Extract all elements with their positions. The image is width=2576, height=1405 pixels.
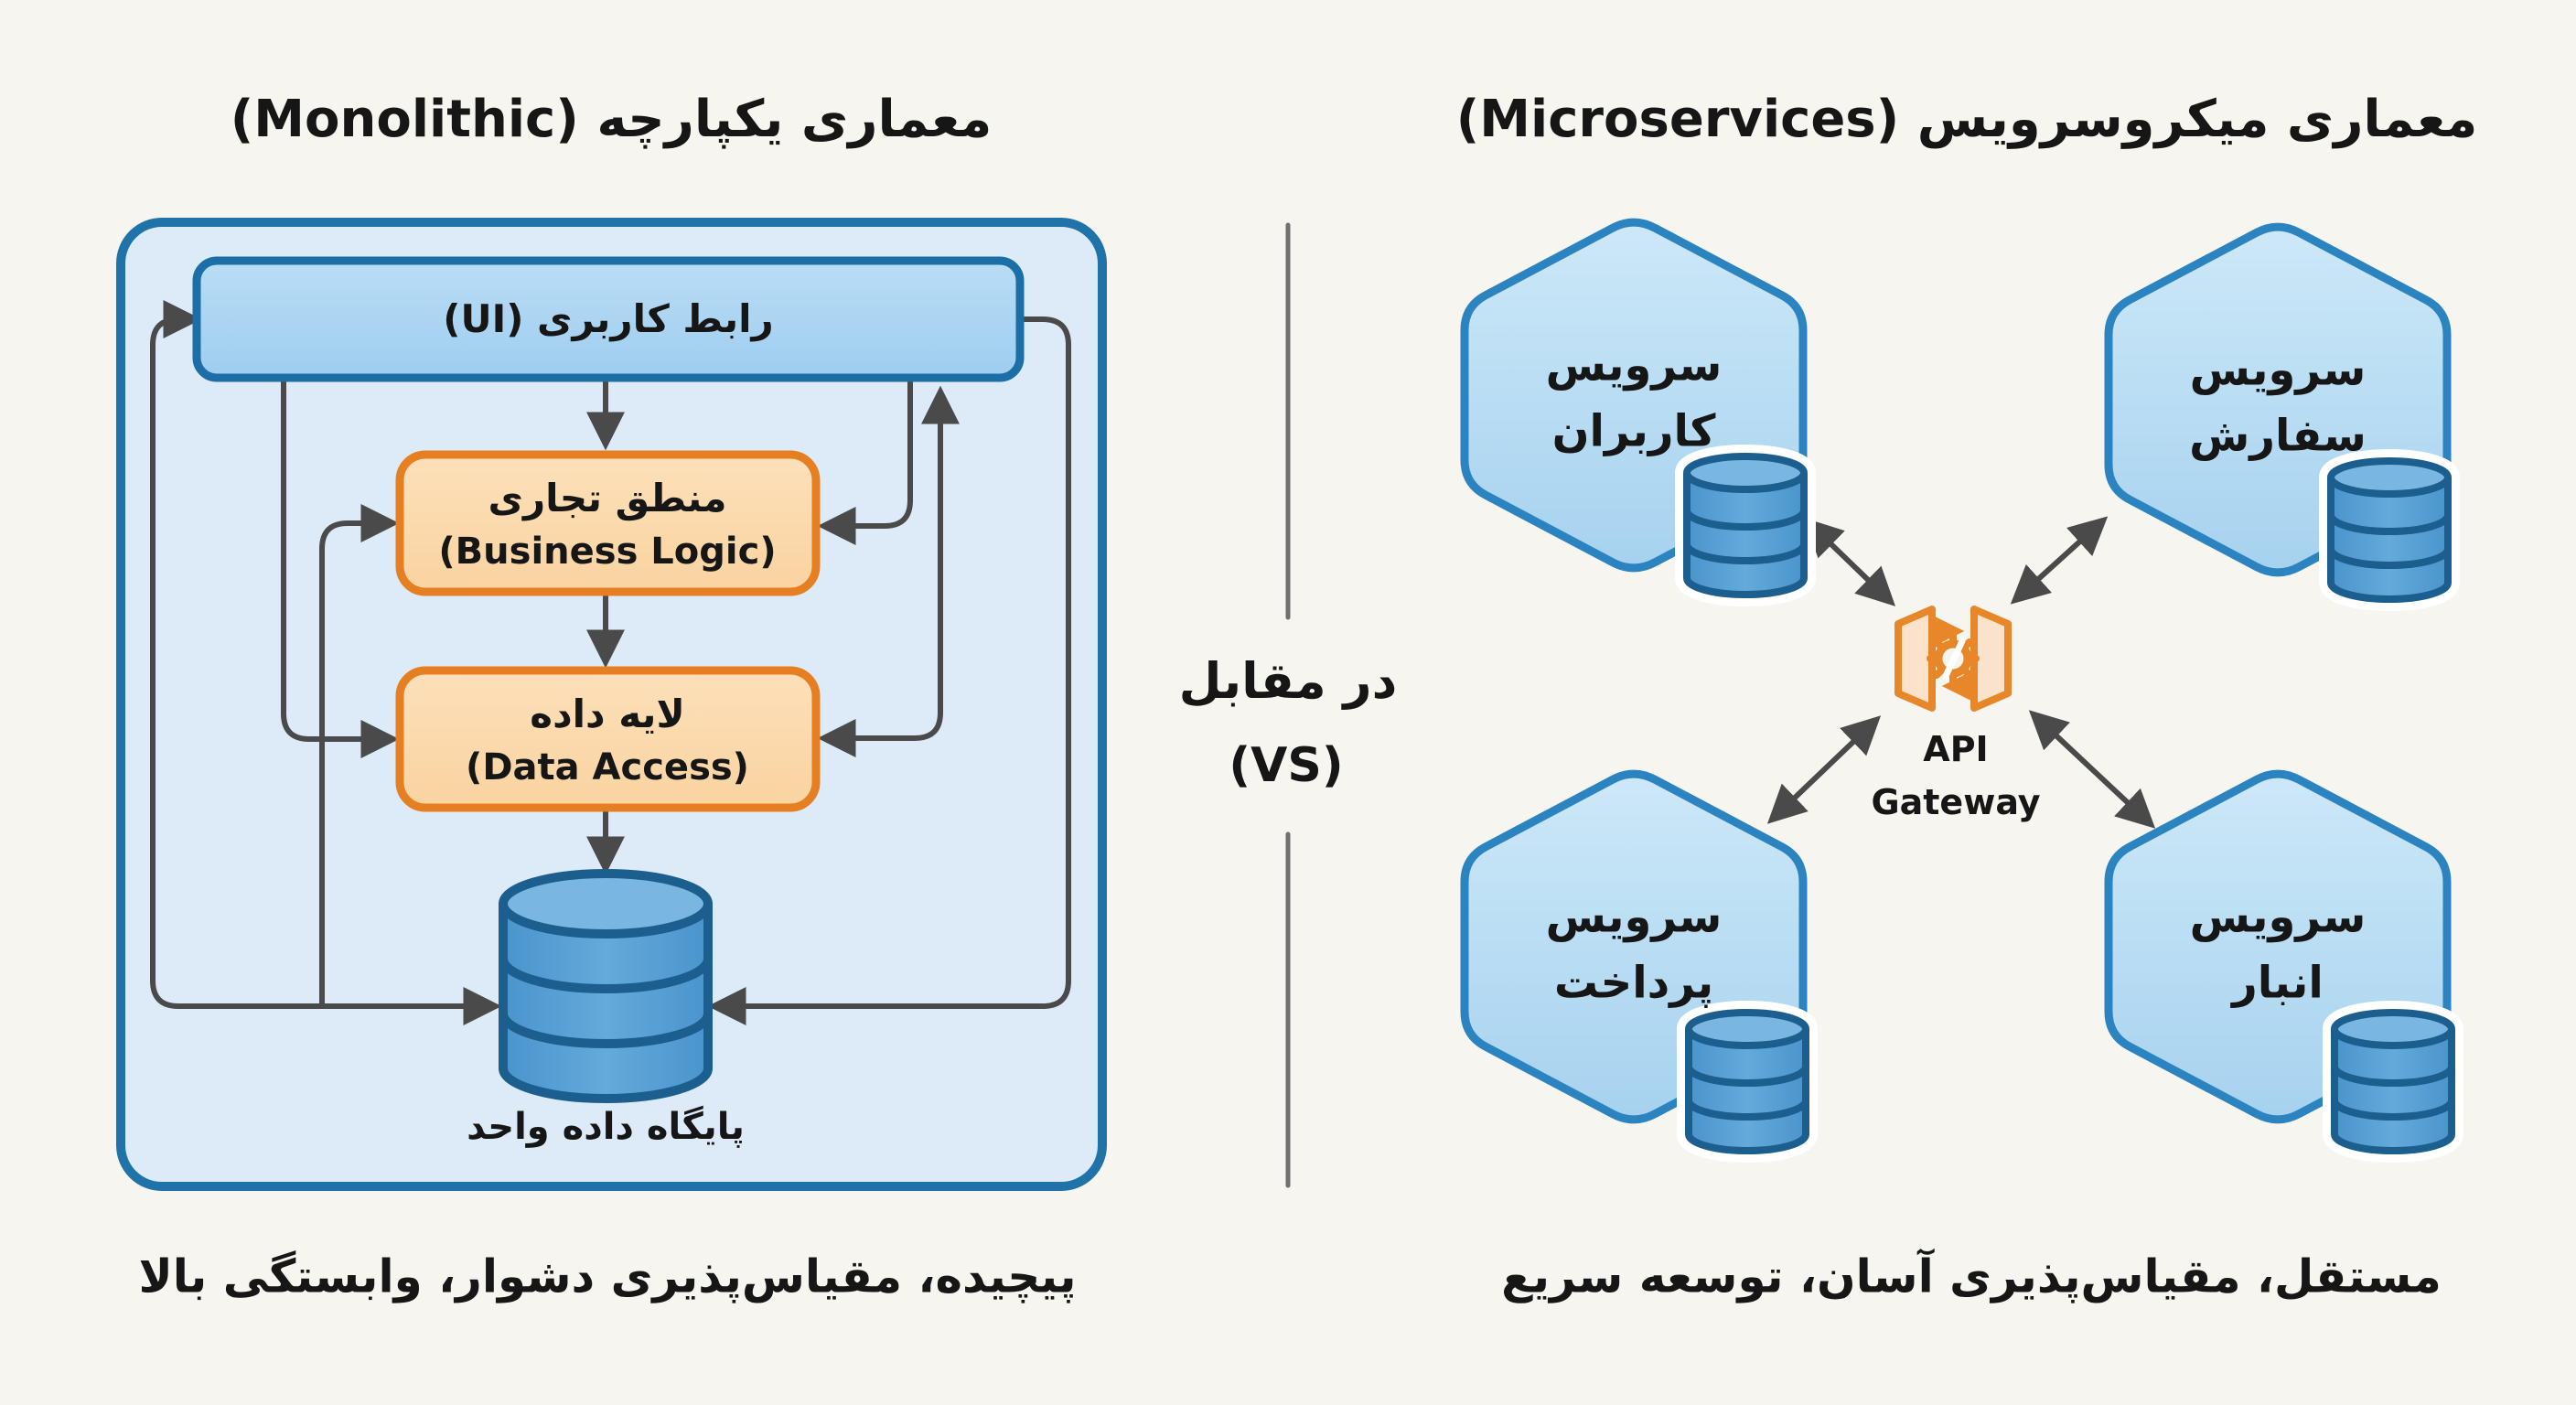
gateway-connection-arrows (1766, 516, 2156, 829)
payment-service-label-line2: پرداخت (1553, 957, 1714, 1009)
microservices-title: معماری میکروسرویس (Microservices) (1455, 89, 2478, 149)
vs-label-en: (VS) (1229, 738, 1344, 794)
arrow-users-gateway (1803, 518, 1896, 606)
orders-service-label-line1: سرویس (2189, 344, 2367, 396)
arrow-payment-gateway (1766, 715, 1882, 824)
users-service-label-line2: کاربران (1551, 405, 1716, 457)
arrow-ui-database-left-loop (150, 300, 502, 1025)
api-gateway-icon (1894, 606, 2012, 712)
arrow-data-access-ui-right (817, 385, 960, 757)
business-logic-box (395, 450, 821, 596)
arrow-inventory-gateway (2028, 710, 2156, 829)
ui-layer-box (192, 256, 1025, 382)
database-icon (499, 869, 713, 1103)
database-icon-users (1687, 456, 1804, 595)
arrow-ui-database-right-loop (707, 316, 1071, 1025)
monolith-caption: پیچیده، مقیاس‌پذیری دشوار، وابستگی بالا (138, 1249, 1077, 1303)
gateway-right-door (1970, 606, 2012, 712)
inventory-service-label-line1: سرویس (2189, 891, 2367, 943)
orders-service-label-line2: سفارش (2189, 410, 2367, 462)
data-access-label-en: (Data Access) (466, 746, 749, 788)
microservices-panel (1465, 222, 2452, 1151)
payment-service-label-line1: سرویس (1545, 891, 1723, 943)
vs-label-fa: در مقابل (1178, 651, 1398, 710)
monolith-title: معماری یکپارچه (Monolithic) (230, 89, 993, 149)
arrow-left-to-business-logic (319, 504, 400, 1006)
arrow-ui-to-data-access-left (281, 375, 400, 758)
inventory-service-label-line2: انبار (2232, 957, 2324, 1009)
ui-layer-label: رابط کاربری (UI) (443, 295, 774, 341)
gateway-left-door (1894, 606, 1936, 712)
single-database-label: پایگاه داده واحد (467, 1106, 745, 1148)
business-logic-label-fa: منطق تجاری (488, 475, 727, 520)
gear-icon (1927, 632, 1980, 685)
monolith-panel (116, 218, 1107, 1191)
business-logic-label-en: (Business Logic) (438, 531, 777, 573)
monolith-dependency-arrows (150, 300, 1071, 1025)
api-gateway-label-line1: API (1923, 729, 1989, 770)
database-icon-inventory (2334, 1013, 2452, 1151)
users-service-label-line1: سرویس (1545, 339, 1723, 391)
database-icon-payment (1689, 1013, 1806, 1151)
database-icon-orders (2331, 461, 2448, 599)
microservices-caption: مستقل، مقیاس‌پذیری آسان، توسعه سریع (1501, 1249, 2442, 1303)
data-access-box (395, 666, 821, 812)
api-gateway-label-line2: Gateway (1871, 782, 2041, 823)
arrow-orders-gateway (2010, 516, 2109, 605)
data-access-label-fa: لایه داده (530, 691, 685, 736)
